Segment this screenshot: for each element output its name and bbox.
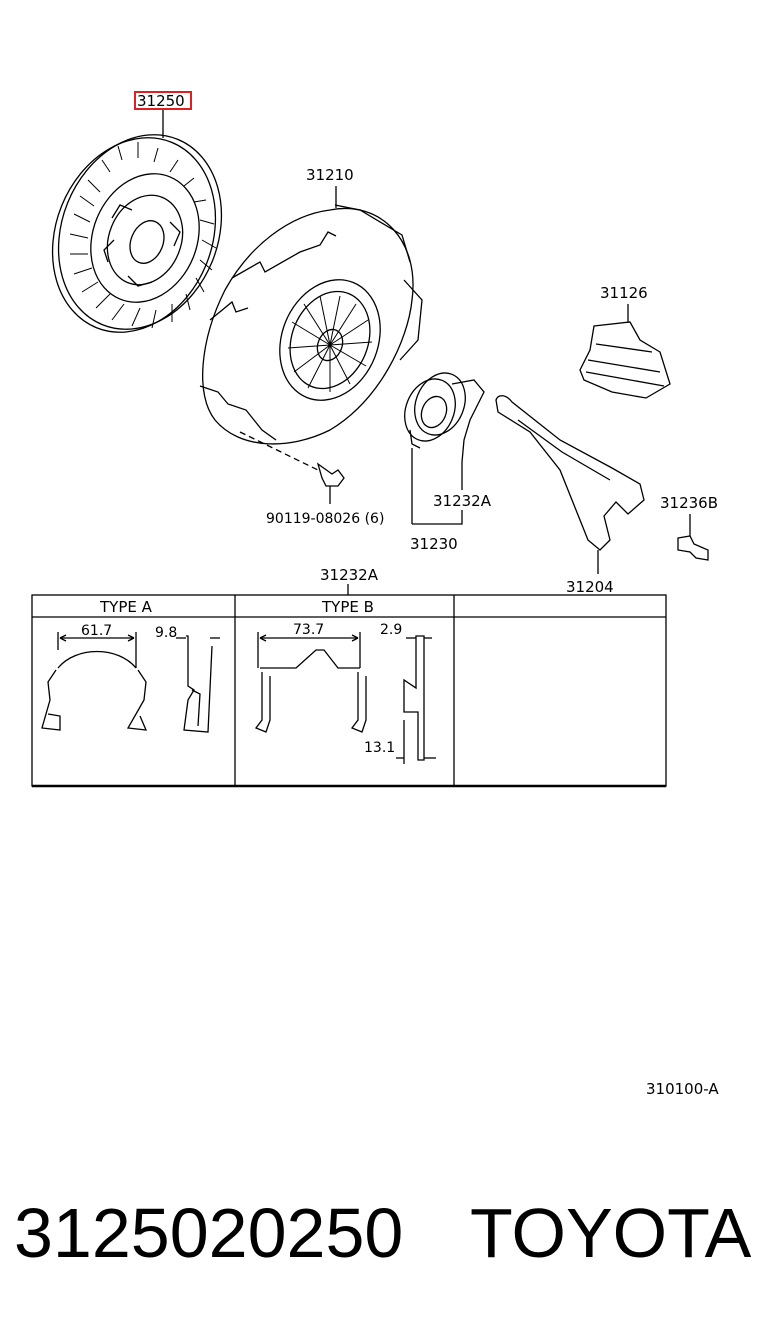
figure-code: 310100-A (646, 1080, 719, 1098)
label-clutch-disc: 31250 (137, 92, 185, 110)
brand-name: TOYOTA (470, 1194, 752, 1272)
type-a-header: TYPE A (99, 598, 153, 616)
type-a-clip-drawing (41, 632, 220, 733)
part-number: 3125020250 (14, 1194, 404, 1272)
type-a-thickness-dim: 9.8 (155, 625, 177, 641)
release-bearing-drawing (404, 372, 485, 525)
type-a-width-dim: 61.7 (81, 623, 112, 639)
type-b-depth-dim: 13.1 (364, 740, 395, 756)
label-fork: 31204 (566, 578, 614, 596)
label-stud: 31236B (660, 494, 718, 512)
stud-drawing (677, 514, 709, 561)
label-bearing-assy: 31230 (410, 535, 458, 553)
label-clutch-cover: 31210 (306, 166, 354, 184)
release-fork-drawing (495, 395, 645, 574)
table-title: 31232A (320, 566, 379, 584)
clutch-cover-drawing (199, 186, 423, 504)
boot-drawing (579, 304, 671, 399)
highlight-box (134, 91, 192, 110)
type-b-width-dim: 73.7 (293, 622, 324, 638)
clip-type-table (31, 594, 667, 788)
type-b-clip-drawing (254, 632, 436, 764)
label-boot: 31126 (600, 284, 648, 302)
type-b-thickness-dim: 2.9 (380, 622, 402, 638)
label-clip: 31232A (433, 492, 492, 510)
type-b-header: TYPE B (321, 598, 374, 616)
label-bolt: 90119-08026 (6) (266, 511, 384, 527)
clutch-disc-drawing (51, 110, 223, 333)
